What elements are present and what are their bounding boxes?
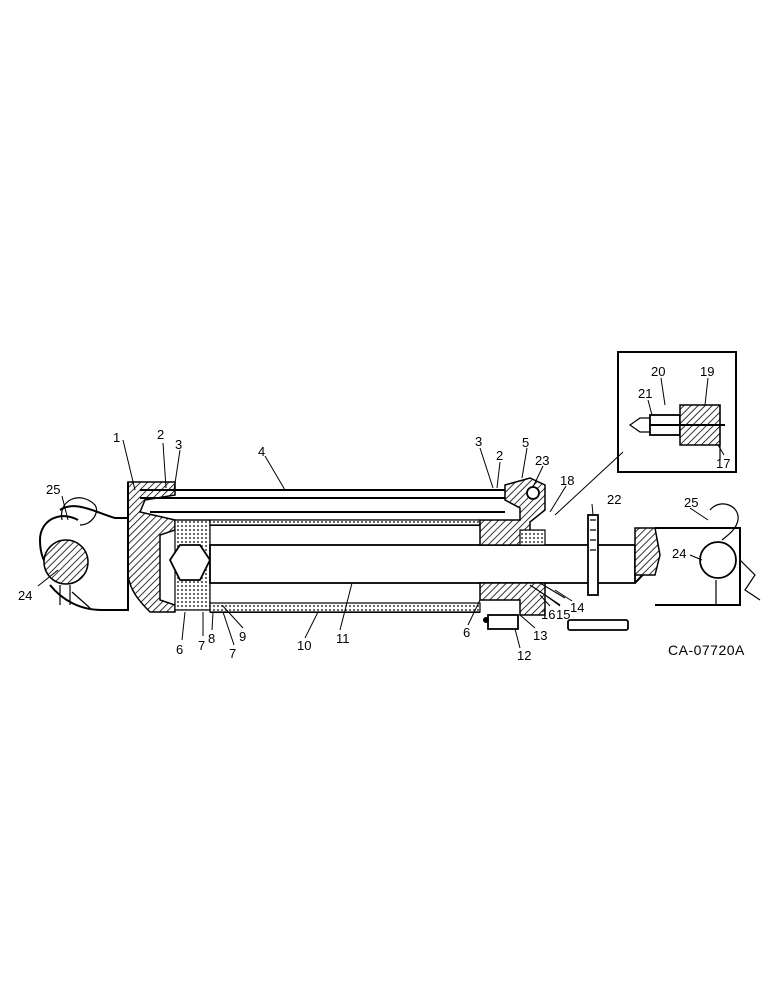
callout-16: 16 (541, 607, 555, 622)
callout-17: 17 (716, 456, 730, 471)
port-fitting (487, 614, 519, 630)
callout-1: 1 (113, 430, 120, 445)
callout-20: 20 (651, 364, 665, 379)
callout-9: 9 (239, 629, 246, 644)
figure-code: CA-07720A (668, 642, 745, 658)
retaining-clip-left (60, 497, 98, 526)
upper-tie-tube (140, 489, 510, 521)
clevis-pin-left (43, 539, 89, 585)
callout-24: 24 (18, 588, 32, 603)
callout-12: 12 (517, 648, 531, 663)
callout-6: 6 (176, 642, 183, 657)
clevis-pin-right (699, 541, 737, 579)
rod-stop-collar (567, 514, 629, 631)
callout-13: 13 (533, 628, 547, 643)
callout-18: 18 (560, 473, 574, 488)
callout-5: 5 (522, 435, 529, 450)
callout-25: 25 (684, 495, 698, 510)
callout-6: 6 (463, 625, 470, 640)
callout-3: 3 (475, 434, 482, 449)
leader-lines (37, 377, 725, 649)
right-head (479, 477, 566, 630)
callout-19: 19 (700, 364, 714, 379)
left-end-cap (115, 481, 212, 613)
callout-21: 21 (638, 386, 652, 401)
callout-10: 10 (297, 638, 311, 653)
callout-7: 7 (229, 646, 236, 661)
retaining-clip-right (709, 503, 739, 541)
left-clevis-assembly (39, 497, 129, 611)
callout-2: 2 (496, 448, 503, 463)
piston-rod (209, 544, 657, 584)
callout-3: 3 (175, 437, 182, 452)
callout-25: 25 (46, 482, 60, 497)
callout-14: 14 (570, 600, 584, 615)
callout-22: 22 (607, 492, 621, 507)
callout-labels: 1 2 3 4 3 2 5 23 18 22 25 25 24 24 6 7 8… (18, 364, 730, 663)
callout-4: 4 (258, 444, 265, 459)
right-clevis-assembly (634, 503, 761, 606)
callout-15: 15 (556, 607, 570, 622)
callout-11: 11 (336, 631, 350, 646)
callout-24: 24 (672, 546, 686, 561)
callout-8: 8 (208, 631, 215, 646)
callout-2: 2 (157, 427, 164, 442)
callout-7: 7 (198, 638, 205, 653)
callout-23: 23 (535, 453, 549, 468)
valve-detail-inset (617, 351, 737, 473)
